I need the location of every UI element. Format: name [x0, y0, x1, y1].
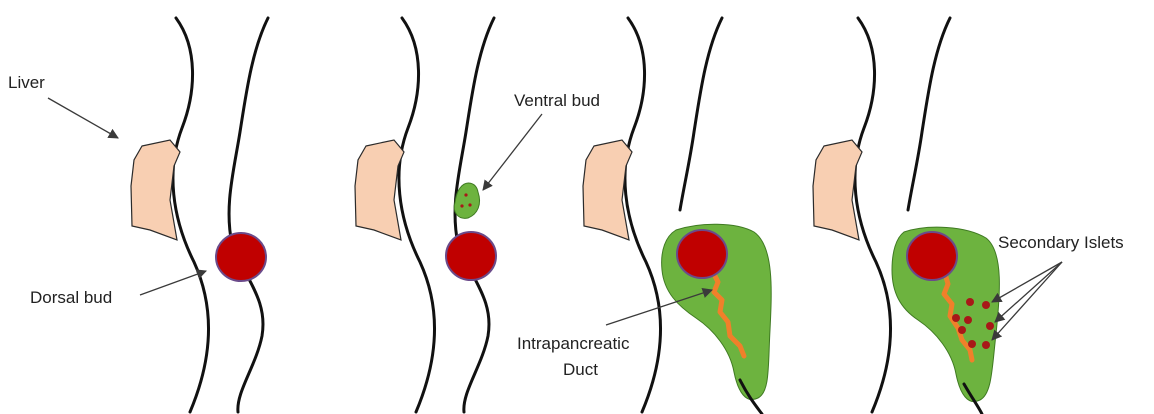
secondary-islets-arrow-1 [992, 262, 1062, 302]
liver-arrow [48, 98, 118, 138]
dorsal-bud [446, 232, 496, 280]
secondary-islet [958, 326, 966, 334]
dorsal-bud [677, 230, 727, 278]
ventral-bud-islet [468, 203, 471, 206]
gut-left-wall [625, 18, 661, 412]
dorsal-bud [907, 232, 957, 280]
ventral-bud-islet [460, 204, 463, 207]
ventral-bud-label: Ventral bud [514, 91, 600, 110]
secondary-islets-arrow-3 [992, 262, 1062, 340]
secondary-islets-arrow-2 [995, 262, 1062, 322]
gut-left-wall [399, 18, 435, 412]
secondary-islet [964, 316, 972, 324]
secondary-islet [968, 340, 976, 348]
secondary-islet [986, 322, 994, 330]
dorsal-bud-label: Dorsal bud [30, 288, 112, 307]
ventral-bud-islet [464, 193, 467, 196]
intrapancreatic-duct-label-line1: Intrapancreatic [517, 334, 630, 353]
panel-stage-1: Liver Dorsal bud [8, 18, 268, 412]
dorsal-bud-arrow [140, 271, 206, 295]
gut-right-wall [908, 18, 950, 210]
liver-shape [355, 140, 404, 240]
gut-right-wall [229, 18, 268, 412]
panel-stage-4: Secondary Islets [813, 18, 1124, 414]
intrapancreatic-duct-label-line2: Duct [563, 360, 598, 379]
ventral-bud-arrow [483, 114, 542, 190]
panel-stage-3: Intrapancreatic Duct [517, 18, 771, 414]
secondary-islets-label: Secondary Islets [998, 233, 1124, 252]
gut-left-wall [855, 18, 891, 412]
dorsal-bud [216, 233, 266, 281]
gut-left-wall [173, 18, 209, 412]
secondary-islet [952, 314, 960, 322]
secondary-islet [982, 301, 990, 309]
secondary-islet [966, 298, 974, 306]
secondary-islet [982, 341, 990, 349]
gut-right-wall [680, 18, 722, 210]
liver-label: Liver [8, 73, 45, 92]
